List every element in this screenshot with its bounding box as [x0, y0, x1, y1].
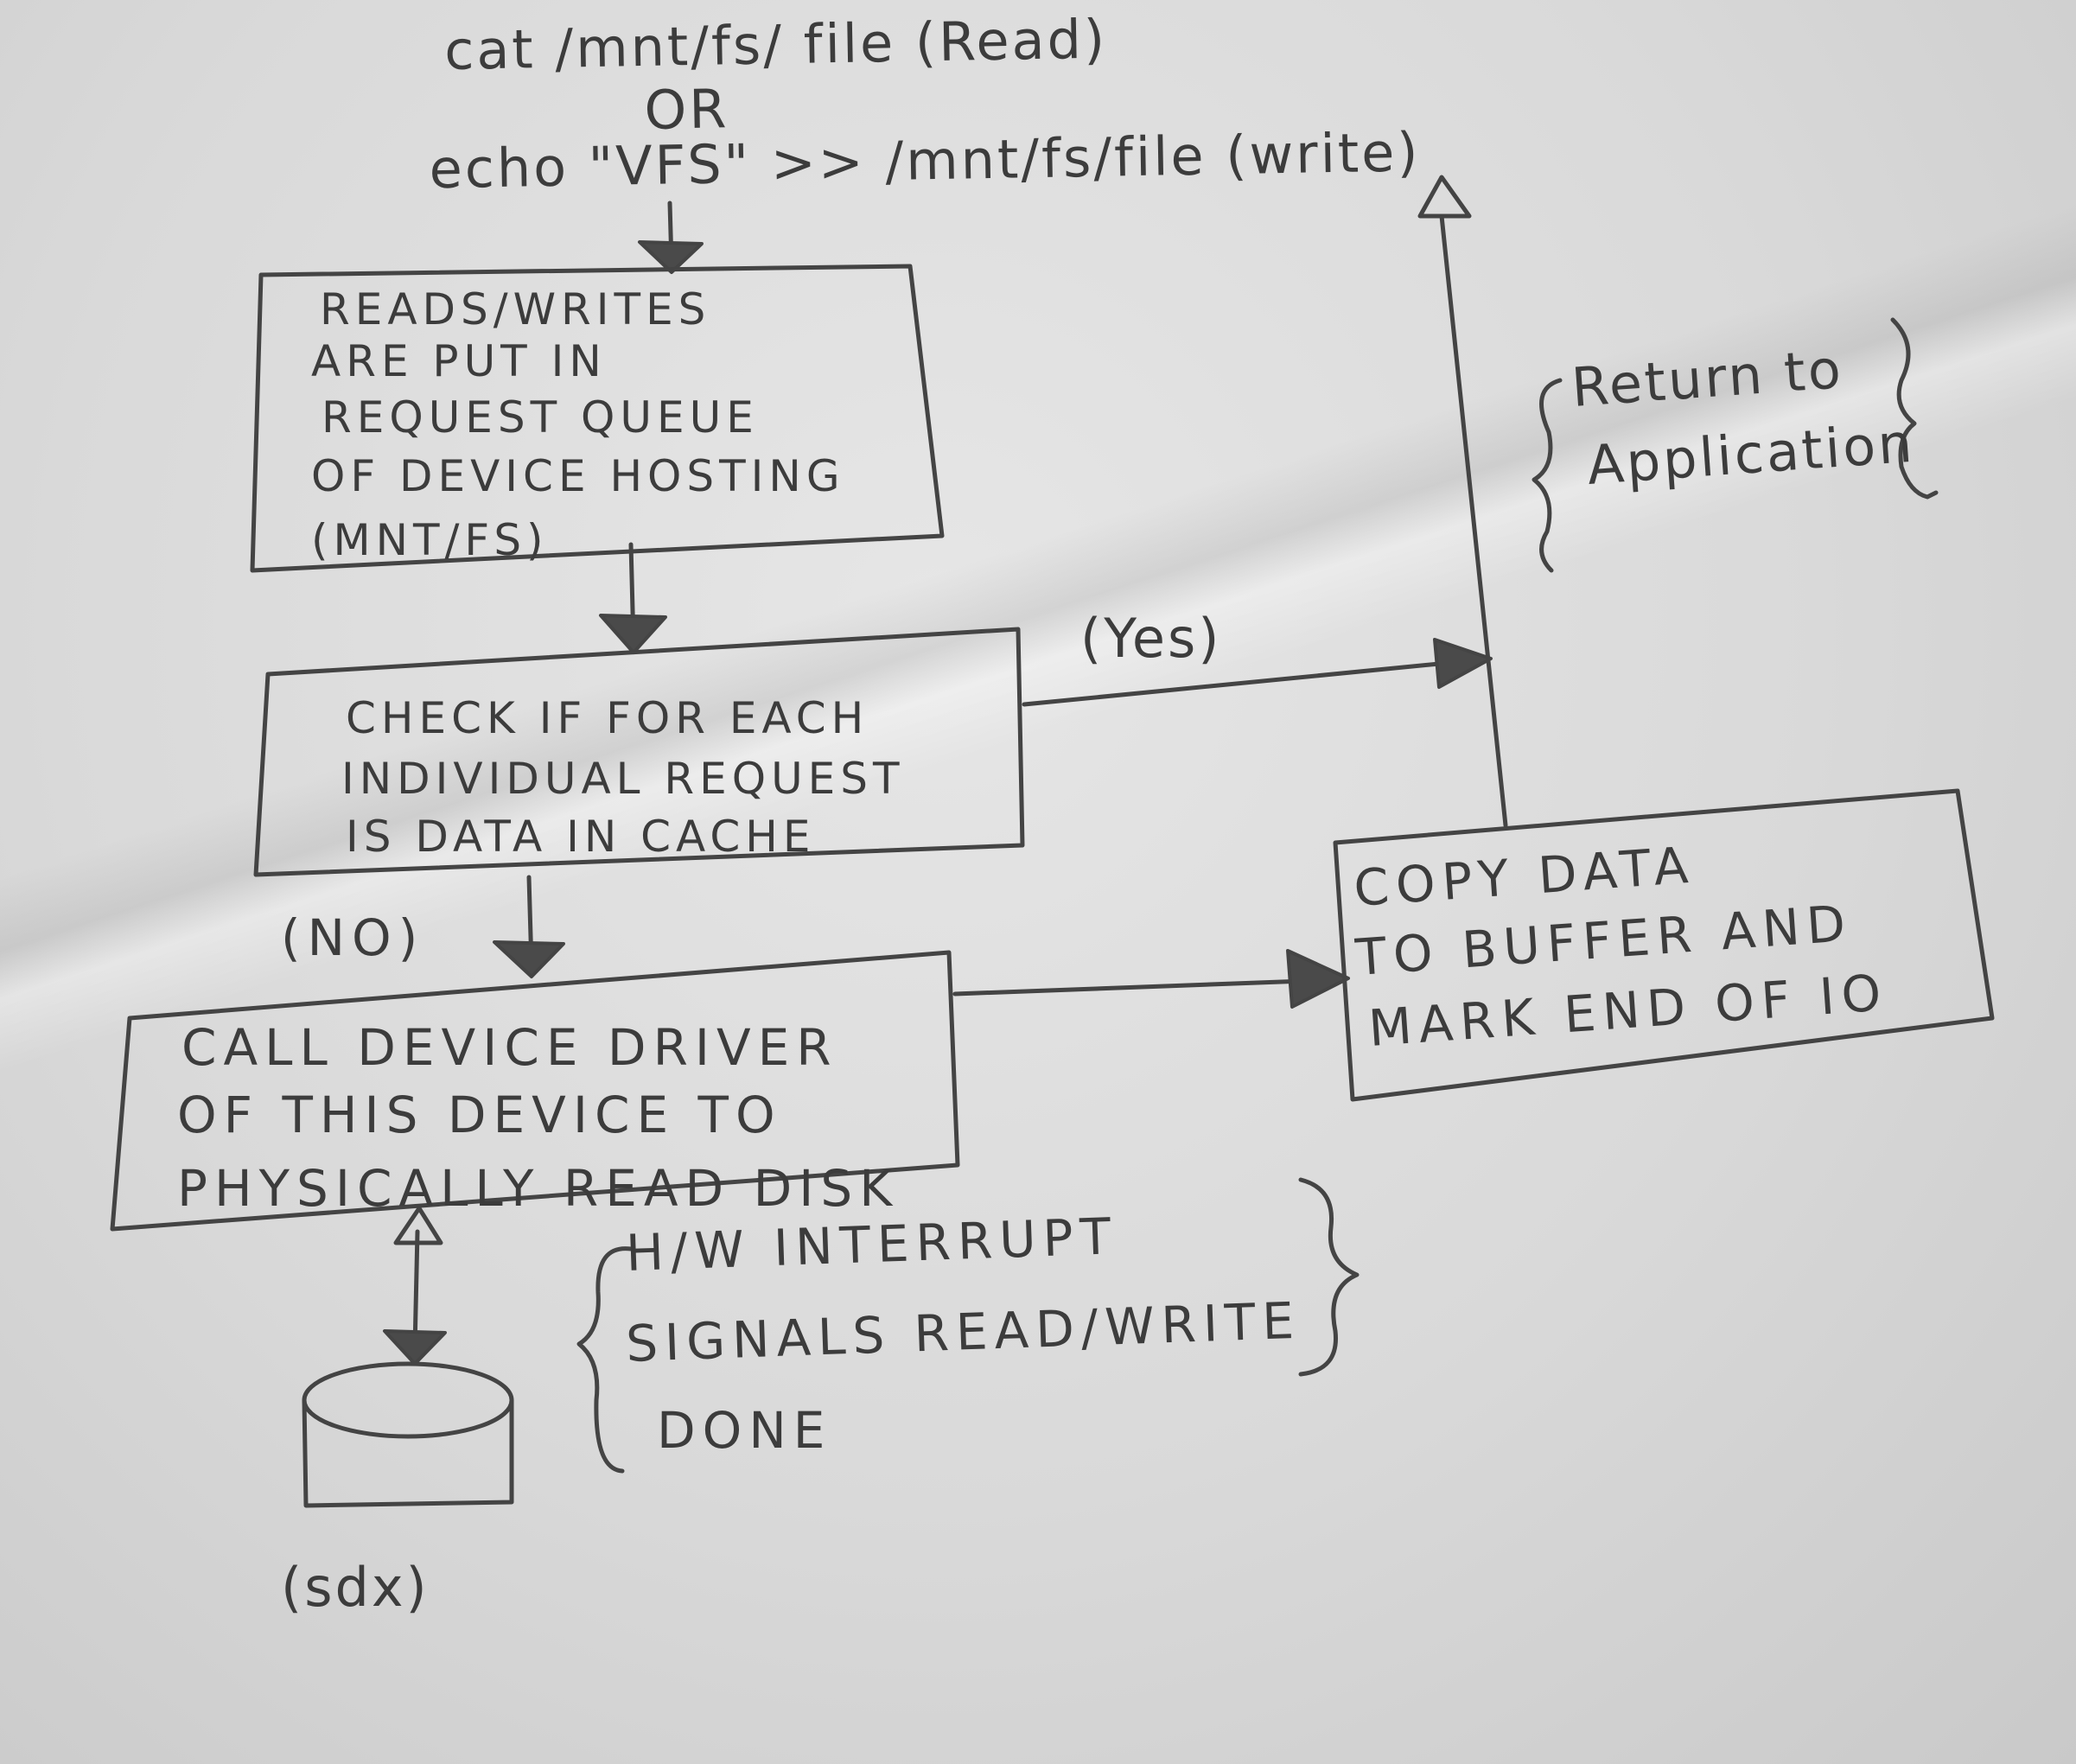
queue-box-line-5: (MNT/FS)	[311, 515, 549, 565]
return-note: Return to Application	[1532, 317, 1939, 573]
disk-cylinder-icon	[302, 1361, 514, 1508]
cache-check-line-1: CHECK IF FOR EACH	[346, 693, 869, 743]
queue-box-line-2: ARE PUT IN	[311, 336, 607, 386]
interrupt-note-line-1: H/W INTERRUPT	[625, 1207, 1118, 1283]
return-note-line-2: Application	[1585, 411, 1917, 497]
device-driver-line-2: OF THIS DEVICE TO	[177, 1086, 782, 1144]
queue-box-line-3: REQUEST QUEUE	[322, 392, 759, 443]
interrupt-note: H/W INTERRUPT SIGNALS READ/WRITE DONE	[576, 1177, 1360, 1474]
queue-box-line-1: READS/WRITES	[320, 284, 710, 334]
yes-label: (Yes)	[1080, 607, 1221, 670]
device-driver-box: CALL DEVICE DRIVER OF THIS DEVICE TO PHY…	[110, 950, 960, 1232]
cache-check-line-3: IS DATA IN CACHE	[346, 812, 815, 862]
cache-check-line-2: INDIVIDUAL REQUEST	[341, 754, 905, 804]
command-line-read: cat /mnt/fs/ file (Read)	[444, 8, 1108, 82]
arrow-no-to-driver	[493, 875, 565, 978]
arrow-driver-to-copy	[952, 949, 1350, 1009]
interrupt-note-line-2: SIGNALS READ/WRITE	[625, 1291, 1302, 1373]
cache-check-box: CHECK IF FOR EACH INDIVIDUAL REQUEST IS …	[253, 627, 1025, 877]
command-line-or: OR	[644, 77, 729, 142]
copy-data-line-1: COPY DATA	[1352, 836, 1697, 918]
command-text: cat /mnt/fs/ file (Read) OR echo "VFS" >…	[429, 8, 1421, 201]
device-driver-line-1: CALL DEVICE DRIVER	[181, 1018, 838, 1077]
device-driver-line-3: PHYSICALLY READ DISK	[177, 1159, 899, 1218]
command-line-write: echo "VFS" >> /mnt/fs/file (write)	[429, 120, 1421, 201]
queue-box: READS/WRITES ARE PUT IN REQUEST QUEUE OF…	[250, 264, 945, 573]
arrow-copy-to-application	[1417, 175, 1508, 828]
interrupt-note-line-3: DONE	[657, 1401, 831, 1460]
arrow-command-to-queue	[638, 201, 704, 274]
disk-label: (sdx)	[281, 1556, 430, 1619]
copy-data-box: COPY DATA TO BUFFER AND MARK END OF IO	[1333, 788, 1995, 1102]
arrow-queue-to-check	[599, 542, 667, 654]
arrow-yes-to-return	[1022, 638, 1493, 707]
no-label: (NO)	[281, 908, 424, 967]
return-note-line-1: Return to	[1570, 337, 1845, 419]
arrow-driver-disk-bidirectional	[383, 1206, 447, 1366]
queue-box-line-4: OF DEVICE HOSTING	[311, 451, 845, 501]
